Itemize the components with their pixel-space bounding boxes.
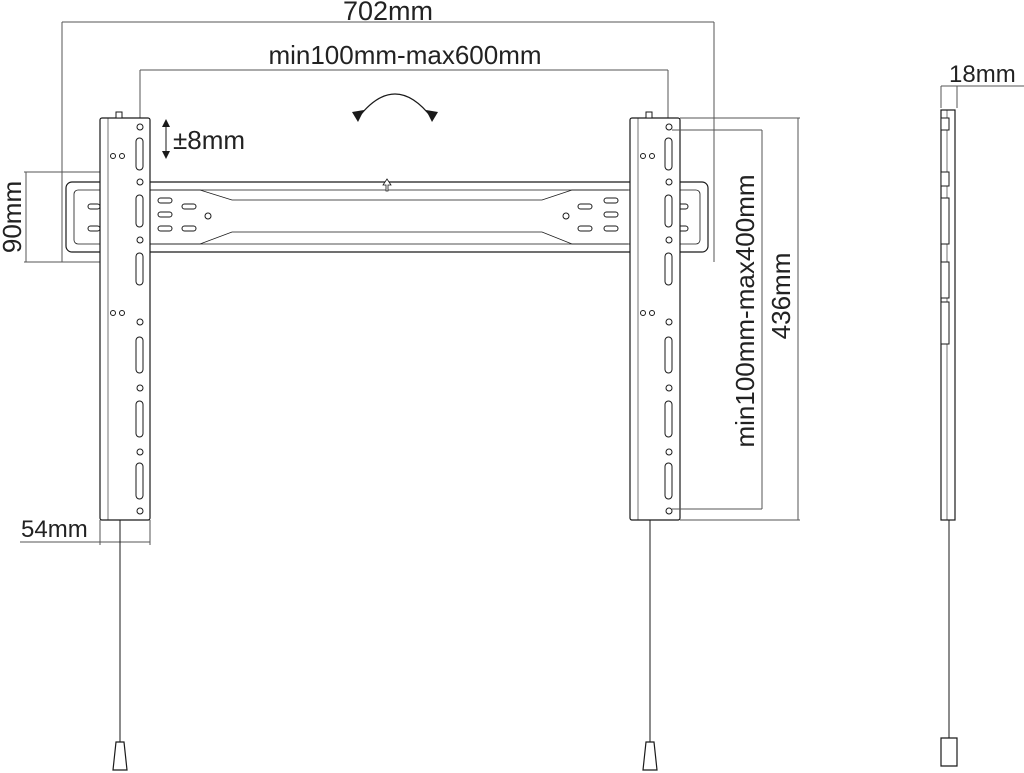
vertical-range-dimension: min100mm-max400mm [672,129,763,510]
bracket-width-dimension: 54mm [20,516,151,545]
horizontal-rail [65,178,709,253]
rail-height-dimension: 90mm [0,171,110,263]
up-arrow-icon [382,178,392,192]
bracket-length-dimension: 436mm [680,117,800,521]
overall-width-label: 702mm [343,0,433,26]
bracket-width-label: 54mm [21,516,88,543]
horizontal-range-label: min100mm-max600mm [268,40,541,70]
overall-width-dimension: 702mm [61,0,715,262]
right-bracket [629,111,681,521]
tilt-adjust-label: ±8mm [173,125,245,155]
horizontal-range-dimension: min100mm-max600mm [139,40,669,118]
rotate-arrow-icon [352,93,438,122]
side-profile-view: 18mm [940,61,1024,767]
vertical-range-label: min100mm-max400mm [730,174,760,447]
double-arrow-icon [162,119,170,159]
tilt-adjust-indicator: ±8mm [162,119,245,159]
rail-height-label: 90mm [0,181,27,253]
left-bracket [99,111,151,521]
right-pull-cord [642,520,658,771]
depth-label: 18mm [949,61,1016,88]
bracket-length-label: 436mm [766,253,796,340]
left-pull-cord [112,520,128,771]
